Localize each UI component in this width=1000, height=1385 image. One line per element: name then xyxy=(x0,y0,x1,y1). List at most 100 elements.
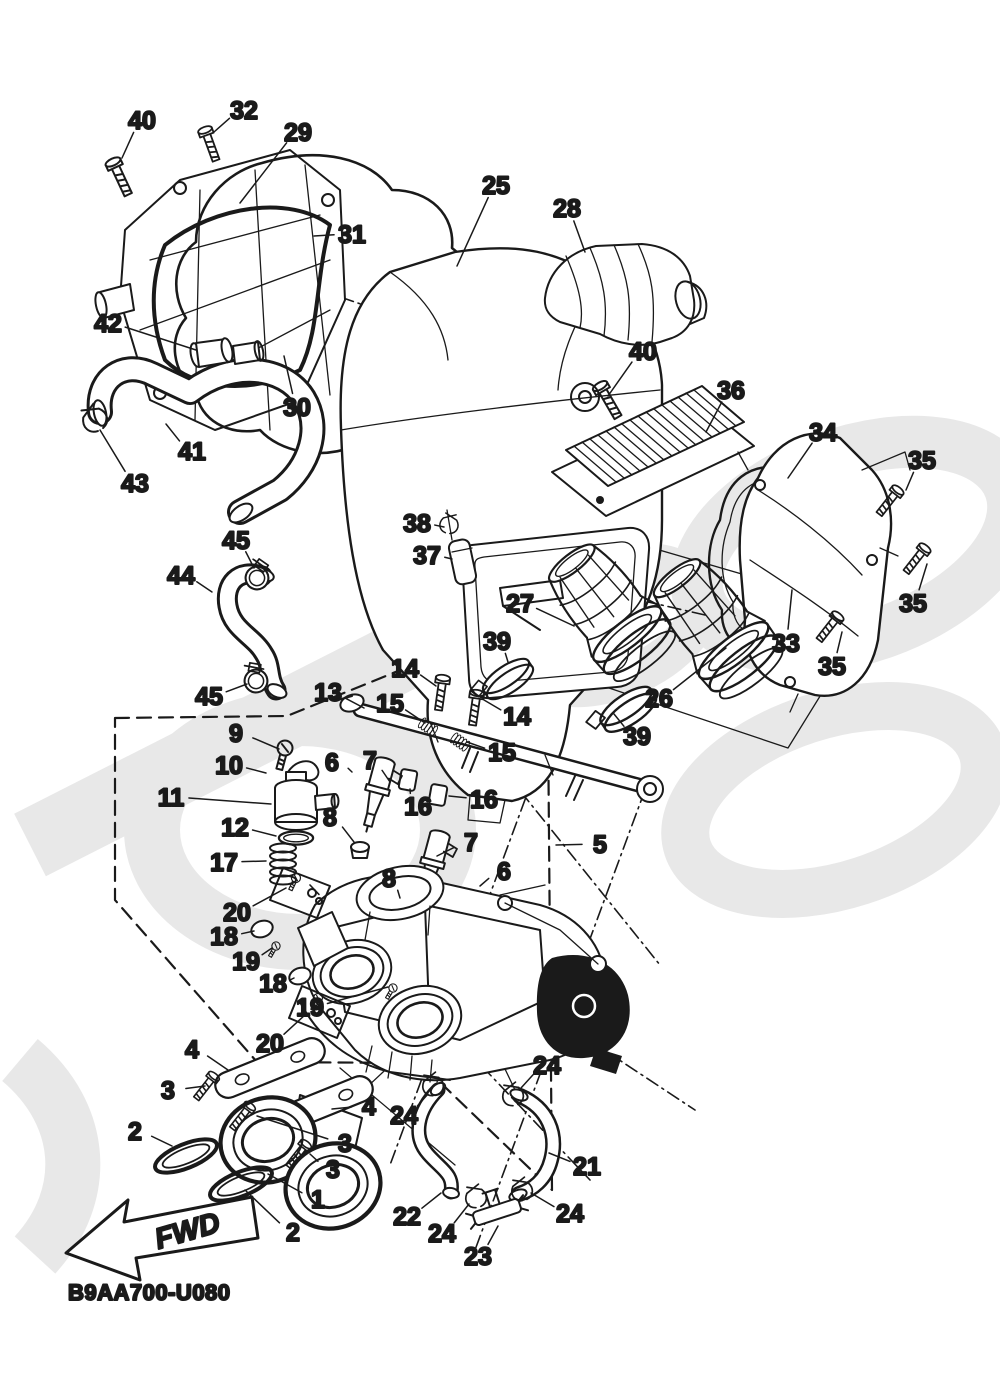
callout-14: 14 xyxy=(503,703,531,731)
leader-line-39 xyxy=(613,713,625,728)
part-breather-hose-41 xyxy=(86,356,326,525)
callout-21: 21 xyxy=(573,1153,601,1181)
leader-line-37 xyxy=(444,556,453,560)
leader-line-7 xyxy=(436,846,456,857)
callout-43: 43 xyxy=(121,470,149,498)
callout-18: 18 xyxy=(259,970,287,998)
callout-25: 25 xyxy=(482,172,510,200)
part-cap-18a xyxy=(250,919,274,939)
diagram-art: 4032293125284036343535353342304143444545… xyxy=(64,96,937,1306)
callout-20: 20 xyxy=(256,1030,284,1058)
leader-line-29 xyxy=(239,142,288,204)
leader-line-11 xyxy=(188,797,272,805)
leader-line-8 xyxy=(396,889,401,899)
callout-28: 28 xyxy=(553,195,581,223)
callout-30: 30 xyxy=(283,394,311,422)
callout-40: 40 xyxy=(128,107,156,135)
leader-line-39 xyxy=(504,652,509,663)
callout-1: 1 xyxy=(311,1186,325,1214)
callout-24: 24 xyxy=(556,1200,584,1228)
leader-line-35 xyxy=(918,563,928,591)
callout-22: 22 xyxy=(393,1203,421,1231)
watermark-ring xyxy=(661,682,1000,918)
leader-line-13 xyxy=(343,696,365,709)
part-joint-42 xyxy=(189,337,265,368)
callout-8: 8 xyxy=(382,865,396,893)
leader-lines xyxy=(99,117,928,1246)
callout-24: 24 xyxy=(428,1220,456,1248)
leader-line-18 xyxy=(289,977,295,981)
callout-26: 26 xyxy=(645,685,673,713)
callout-29: 29 xyxy=(284,119,312,147)
callout-36: 36 xyxy=(717,377,745,405)
leader-line-12 xyxy=(251,829,277,837)
watermark-curve xyxy=(1,1039,101,1274)
leader-line-35 xyxy=(836,631,843,654)
part-case-cover-33 xyxy=(737,432,911,713)
callout-6: 6 xyxy=(497,858,511,886)
part-screw-set-20a xyxy=(269,867,331,919)
leader-line-22 xyxy=(421,1192,442,1209)
leader-line-16 xyxy=(448,795,467,799)
leader-line-31 xyxy=(313,233,335,237)
callout-45: 45 xyxy=(222,527,250,555)
callout-2: 2 xyxy=(128,1118,142,1146)
leader-line-27 xyxy=(535,607,575,627)
callout-3: 3 xyxy=(326,1156,340,1184)
part-bolt-35b xyxy=(899,540,934,578)
leader-line-23 xyxy=(487,1225,499,1246)
leader-line-43 xyxy=(99,429,126,473)
leader-line-45 xyxy=(244,551,255,569)
leader-line-10 xyxy=(245,767,267,774)
part-pipe-37 xyxy=(446,509,478,586)
leader-line-40 xyxy=(121,131,135,159)
callout-15: 15 xyxy=(376,690,404,718)
leader-line-15 xyxy=(466,741,486,749)
callout-24: 24 xyxy=(390,1102,418,1130)
leader-line-24 xyxy=(416,1093,429,1107)
leader-line-5 xyxy=(555,843,583,846)
part-regulator-11 xyxy=(274,771,340,831)
leader-line-14 xyxy=(483,699,502,711)
leader-line-19 xyxy=(326,986,389,1005)
part-screw-set-20b xyxy=(288,985,351,1039)
leader-line-44 xyxy=(196,580,213,593)
part-intake-duct-28 xyxy=(543,243,708,346)
part-clamp-24c xyxy=(461,1182,490,1211)
leader-line-36 xyxy=(705,401,723,433)
part-bolt-40a xyxy=(103,154,137,200)
callout-34: 34 xyxy=(809,419,837,447)
part-seal-31 xyxy=(151,205,332,388)
callout-16: 16 xyxy=(470,786,498,814)
leader-line-35 xyxy=(905,471,915,491)
callout-35: 35 xyxy=(899,590,927,618)
callout-3: 3 xyxy=(338,1130,352,1158)
callout-17: 17 xyxy=(210,849,238,877)
leader-line-17 xyxy=(241,860,267,863)
callout-23: 23 xyxy=(464,1243,492,1271)
leader-line-1 xyxy=(267,1173,303,1194)
leader-line-24 xyxy=(520,1073,535,1089)
part-hose-22 xyxy=(411,1081,460,1200)
fwd-arrow: FWD xyxy=(64,1195,260,1282)
leader-line-24 xyxy=(453,1203,470,1224)
callout-18: 18 xyxy=(210,923,238,951)
leader-line-25 xyxy=(456,196,489,267)
callout-9: 9 xyxy=(229,720,243,748)
leader-line-30 xyxy=(283,355,294,395)
callout-37: 37 xyxy=(413,542,441,570)
callout-4: 4 xyxy=(362,1093,376,1121)
callout-11: 11 xyxy=(158,784,185,812)
leader-line-6 xyxy=(347,767,353,773)
callout-6: 6 xyxy=(325,749,339,777)
watermark-ring xyxy=(124,690,476,970)
part-clamp-45a xyxy=(241,555,274,594)
callout-41: 41 xyxy=(178,438,206,466)
part-bolt-32 xyxy=(196,123,224,164)
callout-31: 31 xyxy=(338,221,366,249)
leader-line-41 xyxy=(165,423,181,442)
callout-19: 19 xyxy=(296,994,324,1022)
callout-14: 14 xyxy=(391,655,419,683)
